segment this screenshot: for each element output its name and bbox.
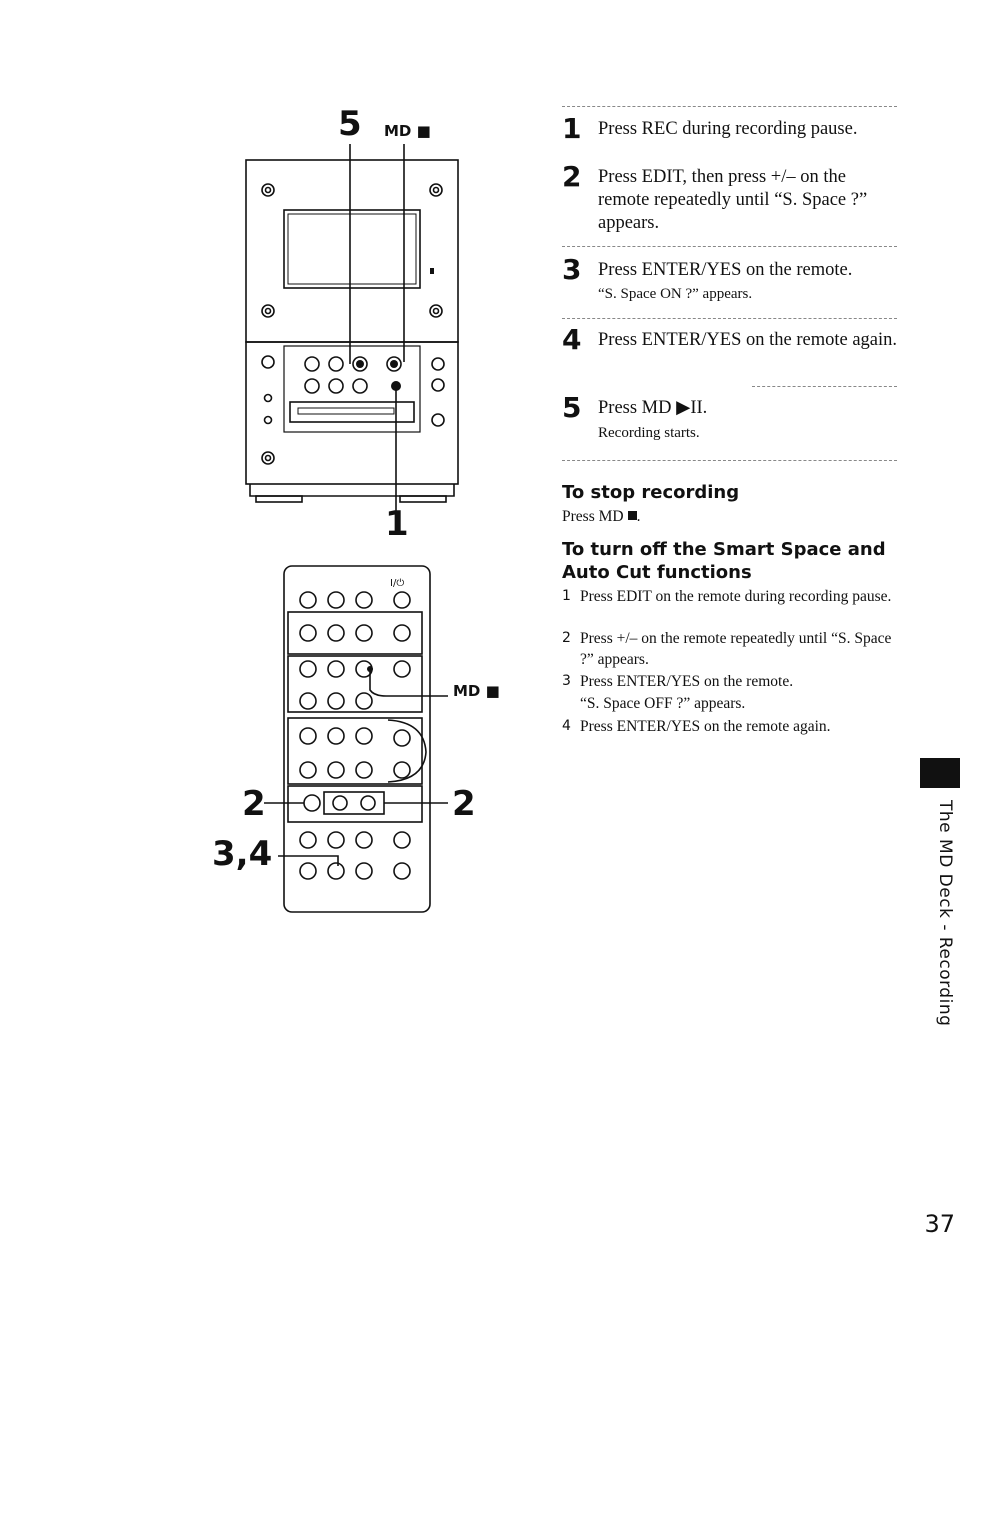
list-text: Press ENTER/YES on the remote.	[580, 673, 794, 690]
divider	[562, 318, 897, 319]
stop-recording-text: Press MD	[562, 508, 624, 525]
list-number: 4	[562, 718, 571, 734]
divider	[562, 460, 897, 461]
list-text: Press EDIT on the remote during recordin…	[580, 588, 892, 605]
list-number: 2	[562, 630, 571, 646]
stop-square-icon	[627, 511, 637, 520]
step-note: “S. Space ON ?” appears.	[598, 286, 753, 302]
step-number: 2	[562, 160, 582, 193]
section-tab-label: The MD Deck - Recording	[935, 800, 955, 1027]
divider	[562, 246, 897, 247]
section-tab-marker	[920, 758, 960, 788]
callout-step-3-4: 3,4	[212, 834, 273, 874]
list-number: 1	[562, 588, 571, 604]
divider	[752, 386, 897, 387]
step-text: Press ENTER/YES on the remote.	[598, 260, 853, 280]
step-text: Press ENTER/YES on the remote again.	[598, 330, 898, 350]
stop-recording-body: Press MD.	[562, 508, 641, 525]
stop-recording-heading: To stop recording	[562, 482, 740, 503]
turn-off-heading: To turn off the Smart Space and Auto Cut…	[562, 539, 886, 583]
divider	[562, 106, 897, 107]
callout-step-5: 5	[338, 104, 362, 144]
callout-step-2-right: 2	[452, 784, 476, 824]
list-text: Press ENTER/YES on the remote again.	[580, 718, 831, 735]
step-number: 4	[562, 323, 582, 356]
remote-body	[283, 565, 431, 913]
step-text: Press EDIT, then press +/– on the remote…	[598, 167, 868, 233]
step-text: Press REC during recording pause.	[598, 119, 858, 139]
step-note: Recording starts.	[598, 425, 700, 441]
callout-md-stop-top: MD ■	[384, 122, 431, 140]
step-text: Press MD ▶II.	[598, 398, 708, 418]
list-text: Press +/– on the remote repeatedly until…	[580, 630, 892, 668]
device-illustration: 5 MD ■ 1 I/⏻ MD ■ 2 2 3,4	[190, 100, 520, 930]
deck-display	[283, 209, 421, 289]
page-number: 37	[924, 1210, 955, 1238]
deck-top-panel	[245, 159, 459, 343]
step-number: 3	[562, 253, 582, 286]
device-drawing	[245, 144, 459, 913]
deck-front-panel	[245, 341, 459, 485]
step-number: 5	[562, 391, 582, 424]
step-number: 1	[562, 112, 582, 145]
list-note: “S. Space OFF ?” appears.	[580, 695, 746, 712]
callout-md-stop-remote: MD ■	[453, 682, 500, 700]
power-symbol-label: I/⏻	[390, 578, 405, 589]
callout-step-2-left: 2	[242, 784, 266, 824]
list-number: 3	[562, 673, 571, 689]
callout-step-1: 1	[385, 504, 409, 544]
